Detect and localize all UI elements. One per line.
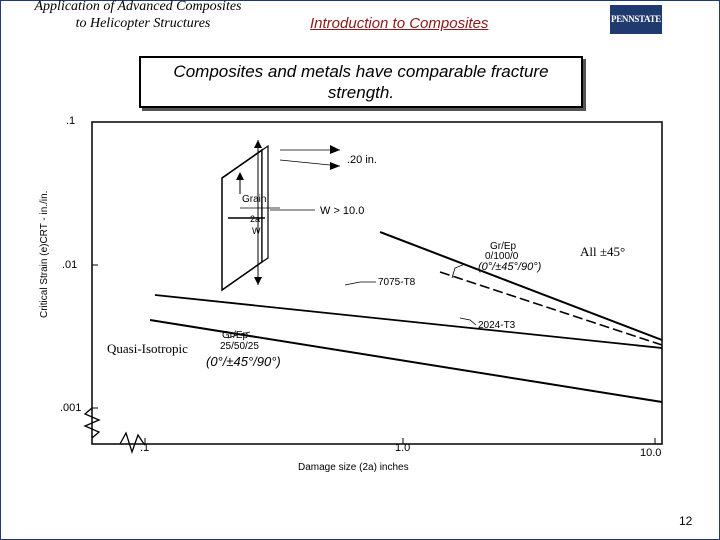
- callout-box: Composites and metals have comparable fr…: [139, 56, 583, 108]
- plot-frame: [91, 121, 663, 445]
- leader-gr-ep-top: [451, 263, 466, 279]
- curve-7075-t8: [439, 271, 663, 346]
- label-gr-ep-bottom: Gr/Ep: [222, 330, 249, 341]
- curve-gr-ep-all45: [379, 231, 663, 341]
- specimen-crack-label: 2a: [250, 214, 260, 224]
- y-tick-label-1: .1: [66, 115, 75, 127]
- page-number: 12: [679, 514, 693, 528]
- callout-line1: Composites and metals have comparable fr…: [173, 62, 549, 81]
- callout-line2: strength.: [327, 83, 395, 102]
- label-gr-ep-top-angles: (0°/±45°/90°): [478, 261, 542, 273]
- x-tick-label-1: .1: [140, 442, 149, 454]
- label-gr-ep-top: Gr/Ep: [490, 241, 517, 252]
- label-gr-ep-top-ratio: 0/100/0: [485, 251, 519, 262]
- x-tick-label-2: 1.0: [395, 442, 410, 454]
- leader-2024: [459, 317, 477, 326]
- axis-break-left: [83, 407, 101, 439]
- label-2024-t3: 2024-T3: [478, 320, 516, 331]
- x-tick-label-3: 10.0: [640, 447, 661, 459]
- y-tick-label-2: .01: [62, 259, 77, 271]
- annotation-quasi-isotropic: Quasi-Isotropic: [107, 341, 188, 356]
- leader-gr-ep-bottom: [227, 331, 251, 339]
- y-tick-label-3: .001: [60, 402, 81, 414]
- axis-break-bottom: [119, 431, 145, 455]
- label-gr-ep-bottom-ratio: 25/50/25: [220, 341, 259, 352]
- course-title: Application of Advanced Composites to He…: [8, 0, 268, 32]
- specimen-w-label: W: [252, 226, 261, 236]
- specimen-width-label: W > 10.0: [320, 205, 364, 217]
- leader-7075: [344, 281, 376, 286]
- course-title-line1: Application of Advanced Composites: [34, 0, 242, 14]
- specimen-sketch: [221, 140, 341, 292]
- penn-state-logo: PENNSTATE: [610, 5, 662, 34]
- label-gr-ep-bottom-angles: (0°/±45°/90°): [206, 354, 281, 369]
- specimen-grain-label: Grain: [242, 194, 266, 205]
- curve-gr-ep-quasi: [149, 319, 663, 403]
- curve-2024-t3: [154, 294, 663, 349]
- specimen-thickness-label: .20 in.: [347, 154, 377, 166]
- annotation-all-45: All ±45°: [580, 244, 625, 259]
- x-axis-title: Damage size (2a) inches: [298, 462, 409, 473]
- label-7075-t8: 7075-T8: [378, 277, 416, 288]
- course-title-line2: to Helicopter Structures: [75, 16, 211, 31]
- y-axis-title: Critical Strain (e)CRT - in./in.: [39, 191, 50, 318]
- section-title-link[interactable]: Introduction to Composites: [310, 15, 489, 32]
